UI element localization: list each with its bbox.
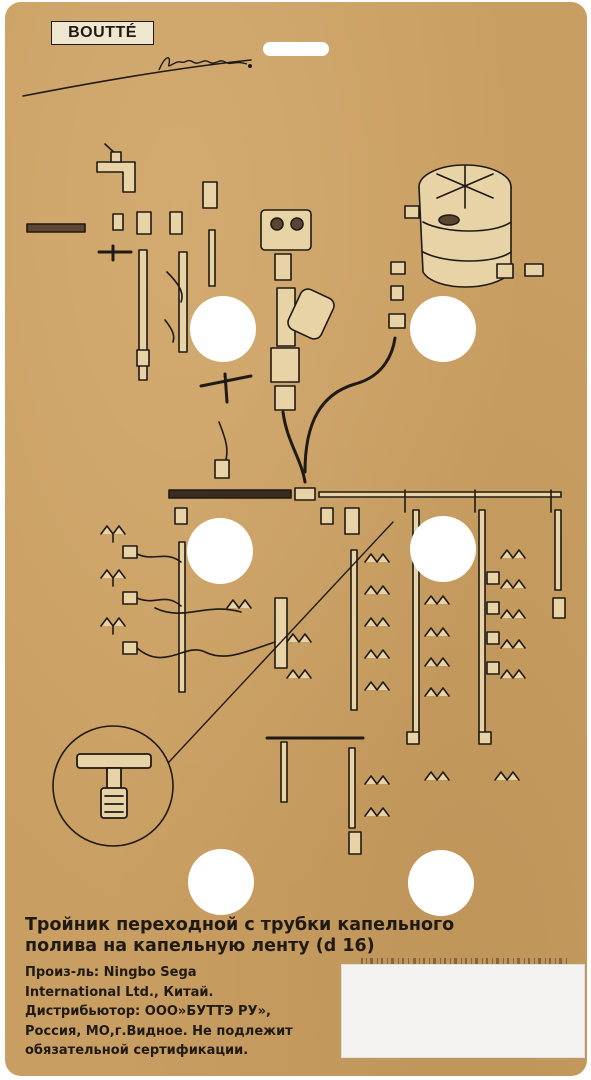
product-info: Произ-ль: Ningbo Sega International Ltd.… <box>25 963 345 1061</box>
hang-slot <box>263 42 329 56</box>
hang-hole <box>410 296 476 362</box>
irrigation-diagram <box>22 59 566 855</box>
product-title-line: полива на капельную ленту (d 16) <box>25 936 375 956</box>
hang-hole <box>187 518 253 584</box>
hang-hole <box>410 516 476 582</box>
barcode-remnant <box>361 958 567 964</box>
manufacturer-line: International Ltd., Китай. <box>25 984 214 1000</box>
barcode-sticker <box>341 964 585 1058</box>
brand-logo: BOUTTÉ <box>51 21 154 45</box>
hang-hole <box>188 849 254 915</box>
faucet-icon <box>96 143 136 193</box>
manufacturer-line: Произ-ль: Ningbo Sega <box>25 965 197 980</box>
plant-icon <box>100 525 526 817</box>
water-tank-icon <box>388 164 544 329</box>
sprinkler-icon <box>199 372 253 479</box>
tee-connector-icon <box>76 753 152 819</box>
hang-hole <box>190 296 256 362</box>
distributor-line: обязательной сертификации. <box>25 1043 249 1058</box>
filter-icon <box>270 287 335 411</box>
distributor-line: Россия, МО,г.Видное. Не подлежит <box>25 1023 293 1039</box>
product-title-line: Тройник переходной с трубки капельного <box>25 915 455 935</box>
packaging-card: BOUTTÉ <box>5 2 587 1076</box>
timer-icon <box>260 209 312 281</box>
product-title: Тройник переходной с трубки капельного п… <box>25 915 575 957</box>
signature-logo <box>158 57 252 71</box>
hang-hole <box>408 850 474 916</box>
distributor-line: Дистрибьютор: ООО»БУТТЭ РУ», <box>25 1004 271 1019</box>
